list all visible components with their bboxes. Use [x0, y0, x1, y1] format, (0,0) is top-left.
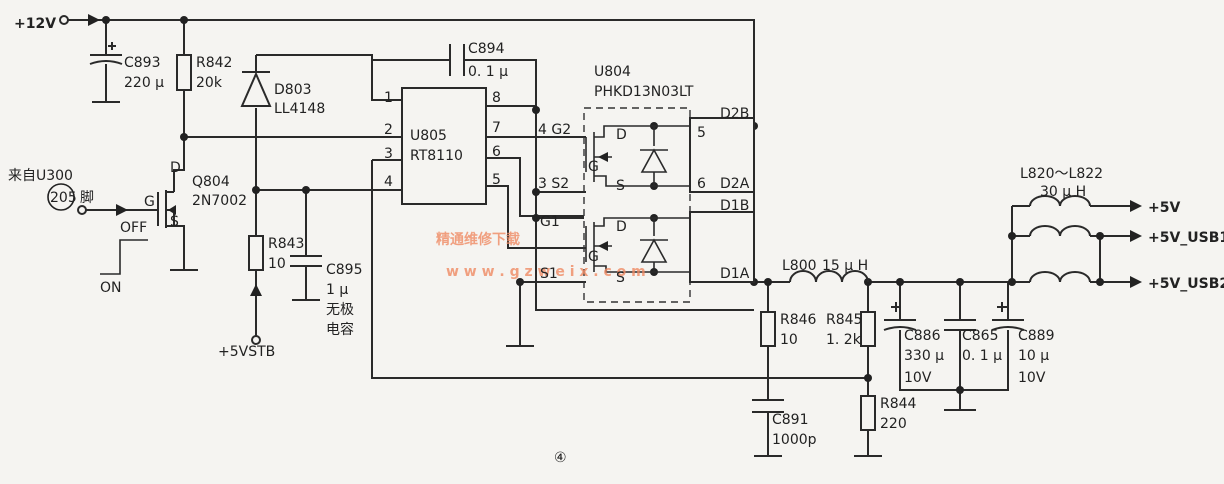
u804-pin5: 5 [697, 125, 706, 141]
u805-pin1: 1 [384, 90, 393, 106]
d803-ref: D803 [274, 82, 312, 98]
c886-voltage: 10V [904, 370, 932, 386]
d803-value: LL4148 [274, 101, 325, 117]
c889-ref: C889 [1018, 328, 1055, 344]
ic-u804 [583, 107, 755, 303]
resistors [176, 54, 876, 431]
r845-ref: R845 [826, 312, 862, 328]
u804-value: PHKD13N03LT [594, 84, 694, 100]
u805-pin4: 4 [384, 174, 393, 190]
fet-lower-s: S [616, 270, 625, 286]
r845-value: 1. 2k [826, 332, 862, 348]
r842-value: 20k [196, 75, 223, 91]
c895-ref: C895 [326, 262, 363, 278]
capacitors [89, 42, 1025, 413]
u804-pin6: 6 [697, 176, 706, 192]
u804-g1: G1 [540, 214, 560, 230]
r843-ref: R843 [268, 236, 304, 252]
l820-value: 30 μ H [1040, 184, 1086, 200]
source-pin: 205 [50, 190, 77, 206]
terminals [59, 14, 1142, 345]
net-label-5v-usb1: +5V_USB1 [1148, 230, 1224, 246]
q804-pin-d: D [170, 160, 181, 176]
u805-pin6: 6 [492, 144, 501, 160]
watermark-line1: 精通维修下载 [436, 231, 520, 248]
u804-pin-g2: 4 G2 [538, 122, 571, 138]
c893-ref: C893 [124, 55, 161, 71]
r843-value: 10 [268, 256, 286, 272]
u805-ref: U805 [410, 128, 447, 144]
diode-d803 [240, 71, 272, 107]
q804-pin-g: G [144, 194, 155, 210]
l800-ref: L800 [782, 258, 817, 274]
u804-d2a: D2A [720, 176, 750, 192]
u805-pin7: 7 [492, 120, 501, 136]
q804-pin-s: S [170, 214, 179, 230]
u804-d2b: D2B [720, 106, 749, 122]
fet-upper-g: G [588, 159, 599, 175]
u805-pin3: 3 [384, 146, 393, 162]
c865-ref: C865 [962, 328, 999, 344]
u804-d1a: D1A [720, 266, 750, 282]
q804-ref: Q804 [192, 174, 230, 190]
u804-d1b: D1B [720, 198, 749, 214]
fet-lower-d: D [616, 219, 627, 235]
figure-label: ④ [554, 450, 567, 466]
c889-voltage: 10V [1018, 370, 1046, 386]
c891-ref: C891 [772, 412, 809, 428]
c895-note2: 电容 [326, 321, 354, 338]
net-label-5v: +5V [1148, 200, 1180, 216]
u804-s1: S1 [540, 266, 558, 282]
off-label: OFF [120, 220, 147, 236]
inductors [789, 195, 1091, 283]
labels: +12V C893 220 μ R842 20k D803 LL4148 C89… [8, 16, 1224, 466]
fet-lower-g: G [588, 249, 599, 265]
net-label-5v-usb2: +5V_USB2 [1148, 276, 1224, 292]
u804-ref: U804 [594, 64, 631, 80]
r846-ref: R846 [780, 312, 817, 328]
net-label-5vstb: +5VSTB [218, 344, 275, 360]
c889-value: 10 μ [1018, 348, 1049, 364]
c894-value: 0. 1 μ [468, 64, 508, 80]
u805-value: RT8110 [410, 148, 463, 164]
net-label-12v: +12V [14, 16, 56, 32]
r842-ref: R842 [196, 55, 232, 71]
c895-note1: 无极 [326, 302, 354, 318]
c886-ref: C886 [904, 328, 941, 344]
c893-value: 220 μ [124, 75, 164, 91]
u805-pin2: 2 [384, 122, 393, 138]
u804-pin-s2: 3 S2 [538, 176, 569, 192]
c895-value: 1 μ [326, 282, 348, 298]
q804-value: 2N7002 [192, 193, 247, 209]
l800-value: 15 μ H [822, 258, 868, 274]
c865-value: 0. 1 μ [962, 348, 1002, 364]
fet-upper-s: S [616, 178, 625, 194]
c886-value: 330 μ [904, 348, 944, 364]
ic-u805-body [401, 87, 487, 205]
wires [68, 19, 1130, 456]
fet-upper-d: D [616, 127, 627, 143]
c894-ref: C894 [468, 41, 505, 57]
watermark-line2: w w w . g z w e i x . c o m [446, 264, 646, 280]
u805-pin5: 5 [492, 172, 501, 188]
r844-ref: R844 [880, 396, 917, 412]
source-label: 来自U300 [8, 168, 73, 184]
mosfet-q804 [157, 190, 176, 228]
grounds [92, 101, 882, 457]
on-label: ON [100, 280, 122, 296]
source-pin-suffix: 脚 [80, 190, 94, 206]
r846-value: 10 [780, 332, 798, 348]
r844-value: 220 [880, 416, 907, 432]
c891-value: 1000p [772, 432, 817, 448]
l820-ref: L820～L822 [1020, 166, 1103, 182]
u805-pin8: 8 [492, 90, 501, 106]
